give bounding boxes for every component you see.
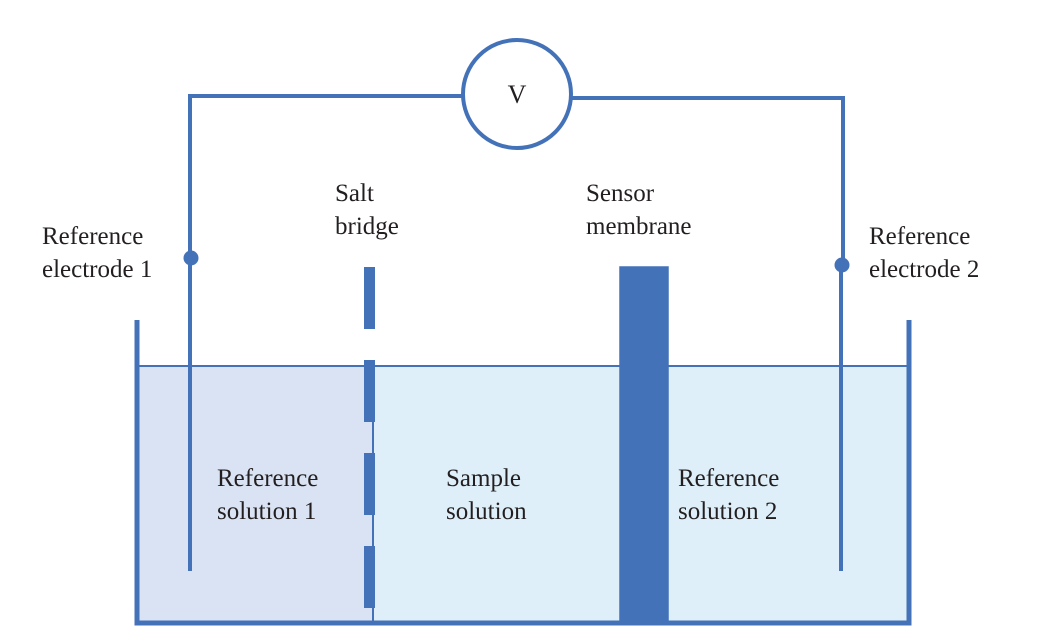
- salt-bridge-label-line1: Salt: [335, 180, 374, 207]
- reference-electrode-1-label-line2: electrode 1: [42, 256, 152, 283]
- reference-solution-1-label-line1: Reference: [217, 465, 318, 492]
- reference-solution-1-label: Reference solution 1: [217, 465, 325, 525]
- sensor-membrane-label: Sensor membrane: [586, 180, 692, 240]
- sample-solution-label-line1: Sample: [446, 465, 521, 492]
- electrode-1-connection-dot: [183, 250, 199, 266]
- salt-bridge-label-line2: bridge: [335, 213, 399, 240]
- sample-solution-label-line2: solution: [446, 498, 527, 525]
- sensor-membrane: [619, 266, 669, 624]
- sensor-membrane-label-line2: membrane: [586, 213, 692, 240]
- reference-solution-1-fill: [137, 366, 373, 623]
- reference-electrode-2-label-line2: electrode 2: [869, 256, 979, 283]
- reference-electrode-1-label-line1: Reference: [42, 223, 143, 250]
- reference-solution-2-label-line2: solution 2: [678, 498, 777, 525]
- voltmeter-symbol: V: [508, 80, 527, 109]
- reference-electrode-1-label: Reference electrode 1: [42, 223, 152, 283]
- sensor-membrane-label-line1: Sensor: [586, 180, 655, 207]
- salt-bridge-segment: [364, 267, 375, 329]
- reference-electrode-2-label-line1: Reference: [869, 223, 970, 250]
- reference-solution-2-label-line1: Reference: [678, 465, 779, 492]
- salt-bridge-segment: [364, 360, 375, 422]
- reference-solution-1-label-line2: solution 1: [217, 498, 316, 525]
- voltmeter-circle: [461, 38, 573, 150]
- wire-left: [188, 94, 463, 257]
- salt-bridge-label: Salt bridge: [335, 180, 399, 240]
- electrode-2-connection-dot: [834, 257, 850, 273]
- reference-electrode-2-label: Reference electrode 2: [869, 223, 979, 283]
- salt-bridge-segment: [364, 453, 375, 515]
- sample-solution-label: Sample solution: [446, 465, 527, 525]
- salt-bridge-segment: [364, 546, 375, 608]
- wire-right: [572, 96, 845, 265]
- container-walls: [134, 320, 912, 626]
- reference-solution-2-label: Reference solution 2: [678, 465, 786, 525]
